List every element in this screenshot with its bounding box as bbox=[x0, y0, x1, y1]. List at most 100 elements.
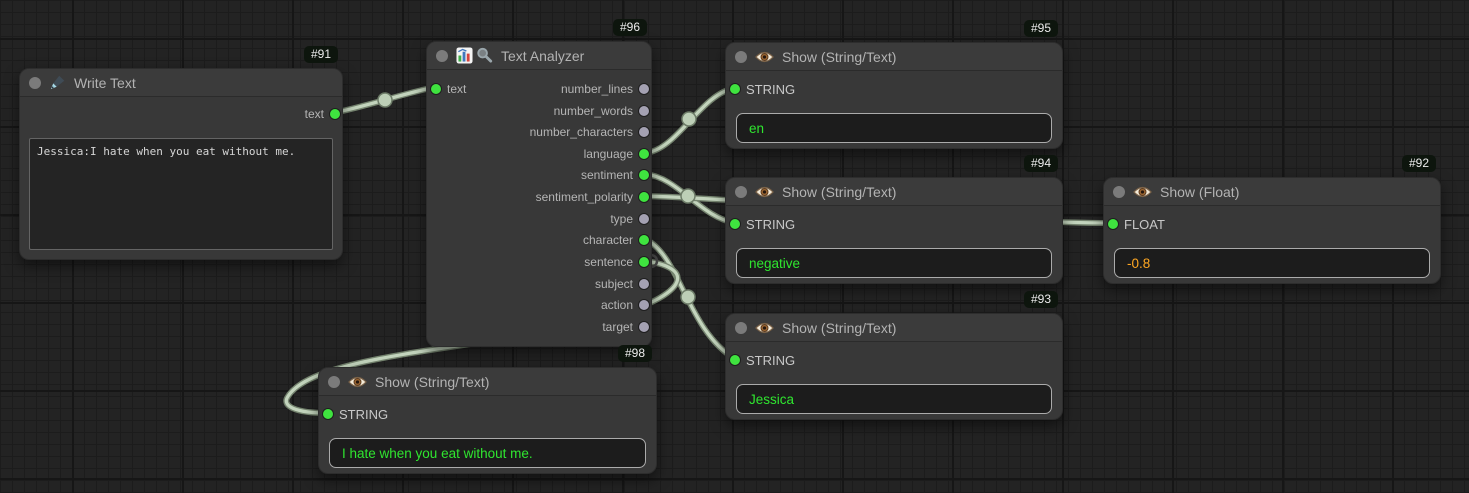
output-port-dot[interactable] bbox=[639, 257, 649, 267]
port-label: STRING bbox=[746, 81, 796, 97]
output-port-number-characters: number_characters bbox=[530, 123, 649, 141]
node-header[interactable]: Write Text bbox=[20, 69, 342, 97]
output-port-dot[interactable] bbox=[639, 127, 649, 137]
value-display[interactable]: -0.8 bbox=[1114, 248, 1430, 278]
eye-icon bbox=[1133, 185, 1152, 199]
output-port-dot[interactable] bbox=[639, 170, 649, 180]
input-port-dot[interactable] bbox=[323, 409, 333, 419]
input-port-dot[interactable] bbox=[730, 219, 740, 229]
input-port-dot[interactable] bbox=[1108, 219, 1118, 229]
node-id-badge: #92 bbox=[1401, 155, 1436, 172]
reroute-dot[interactable] bbox=[680, 289, 696, 305]
node-id-badge: #93 bbox=[1023, 291, 1058, 308]
collapse-dot[interactable] bbox=[328, 375, 340, 388]
node-header[interactable]: Text Analyzer bbox=[427, 42, 651, 70]
node-header[interactable]: Show (String/Text) bbox=[726, 178, 1062, 206]
input-port-string: STRING bbox=[730, 215, 795, 233]
port-label: text bbox=[447, 82, 467, 96]
collapse-dot[interactable] bbox=[735, 321, 747, 334]
output-port-dot[interactable] bbox=[639, 149, 649, 159]
input-port-dot[interactable] bbox=[431, 84, 441, 94]
node-show-language[interactable]: #95 Show (String/Text) STRING en bbox=[725, 20, 1063, 149]
port-label: text bbox=[304, 107, 324, 121]
node-write-text[interactable]: #91 Write Text text Jessica:I hate when … bbox=[19, 46, 343, 260]
collapse-dot[interactable] bbox=[735, 185, 747, 198]
port-label: FLOAT bbox=[1124, 216, 1165, 232]
collapse-dot[interactable] bbox=[1113, 185, 1125, 198]
value-display[interactable]: en bbox=[736, 113, 1052, 143]
port-label: language bbox=[583, 147, 633, 161]
node-title: Show (String/Text) bbox=[782, 183, 897, 200]
collapse-dot[interactable] bbox=[29, 76, 41, 89]
eye-icon bbox=[755, 50, 774, 64]
output-port-subject: subject bbox=[595, 275, 649, 293]
value-display[interactable]: I hate when you eat without me. bbox=[329, 438, 646, 468]
node-title: Text Analyzer bbox=[501, 47, 585, 64]
reroute-dot[interactable] bbox=[680, 188, 696, 204]
output-port-dot[interactable] bbox=[639, 192, 649, 202]
node-header[interactable]: Show (String/Text) bbox=[726, 314, 1062, 342]
port-label: type bbox=[610, 212, 633, 226]
reroute-dot[interactable] bbox=[681, 111, 697, 127]
node-id-badge: #98 bbox=[617, 345, 652, 362]
input-port-dot[interactable] bbox=[730, 84, 740, 94]
port-label: number_words bbox=[553, 104, 633, 118]
node-show-character[interactable]: #93 Show (String/Text) STRING Jessica bbox=[725, 291, 1063, 420]
node-title: Show (String/Text) bbox=[782, 319, 897, 336]
port-label: STRING bbox=[746, 216, 796, 232]
node-show-float[interactable]: #92 Show (Float) FLOAT -0.8 bbox=[1103, 155, 1441, 284]
output-port-target: target bbox=[602, 318, 649, 336]
bar-chart-icon bbox=[456, 47, 473, 64]
collapse-dot[interactable] bbox=[735, 50, 747, 63]
output-port-action: action bbox=[601, 296, 649, 314]
output-port-dot[interactable] bbox=[639, 300, 649, 310]
value-display[interactable]: negative bbox=[736, 248, 1052, 278]
output-port-sentiment: sentiment bbox=[581, 166, 649, 184]
output-port-character: character bbox=[583, 231, 649, 249]
output-port-type: type bbox=[610, 210, 649, 228]
output-port-dot[interactable] bbox=[639, 106, 649, 116]
output-port-dot[interactable] bbox=[639, 322, 649, 332]
value-display[interactable]: Jessica bbox=[736, 384, 1052, 414]
output-port-number-words: number_words bbox=[554, 102, 649, 120]
node-id-badge: #91 bbox=[303, 46, 338, 63]
node-show-sentence[interactable]: #98 Show (String/Text) STRING I hate whe… bbox=[318, 345, 657, 474]
port-label: action bbox=[600, 298, 633, 312]
node-title: Show (Float) bbox=[1160, 183, 1240, 200]
input-port-dot[interactable] bbox=[730, 355, 740, 365]
text-input-widget[interactable]: Jessica:I hate when you eat without me. bbox=[29, 138, 333, 250]
input-port-string: STRING bbox=[730, 351, 795, 369]
output-port-sentiment-polarity: sentiment_polarity bbox=[536, 188, 649, 206]
eye-icon bbox=[755, 321, 774, 335]
output-port-dot[interactable] bbox=[639, 84, 649, 94]
port-label: STRING bbox=[746, 352, 796, 368]
magnifier-icon bbox=[476, 47, 493, 64]
node-id-badge: #95 bbox=[1023, 20, 1058, 37]
collapse-dot[interactable] bbox=[436, 49, 448, 62]
node-show-sentiment[interactable]: #94 Show (String/Text) STRING negative bbox=[725, 155, 1063, 284]
port-label: target bbox=[602, 320, 633, 334]
node-header[interactable]: Show (Float) bbox=[1104, 178, 1440, 206]
node-title: Show (String/Text) bbox=[375, 373, 490, 390]
output-port-text: text bbox=[305, 105, 340, 123]
node-text-analyzer[interactable]: #96 Text Analyzer bbox=[426, 19, 652, 347]
output-port-number-lines: number_lines bbox=[561, 80, 649, 98]
pen-icon bbox=[49, 74, 66, 91]
node-title: Show (String/Text) bbox=[782, 48, 897, 65]
port-label: STRING bbox=[339, 406, 389, 422]
node-id-badge: #94 bbox=[1023, 155, 1058, 172]
output-port-dot[interactable] bbox=[639, 279, 649, 289]
node-header[interactable]: Show (String/Text) bbox=[319, 368, 656, 396]
eye-icon bbox=[348, 375, 367, 389]
port-label: number_characters bbox=[529, 125, 633, 139]
reroute-dot[interactable] bbox=[377, 92, 393, 108]
input-port-string: STRING bbox=[730, 80, 795, 98]
port-label: sentiment bbox=[580, 168, 633, 182]
output-port-dot[interactable] bbox=[639, 235, 649, 245]
node-header[interactable]: Show (String/Text) bbox=[726, 43, 1062, 71]
output-port-dot[interactable] bbox=[330, 109, 340, 119]
output-port-dot[interactable] bbox=[639, 214, 649, 224]
port-label: character bbox=[582, 233, 633, 247]
input-port-text: text bbox=[431, 80, 466, 98]
